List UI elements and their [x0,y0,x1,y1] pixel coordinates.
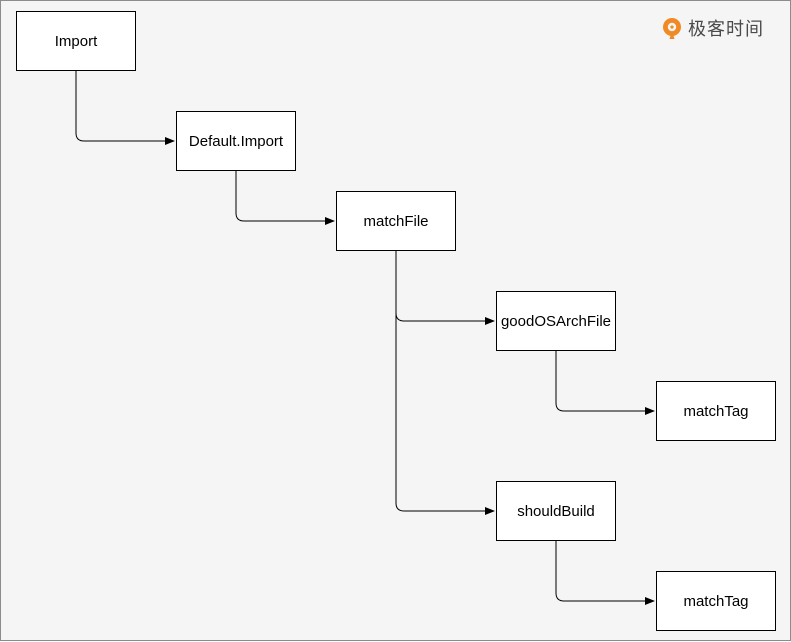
node-match-tag-1: matchTag [656,381,776,441]
node-good-os-arch-file: goodOSArchFile [496,291,616,351]
edge-match-file-to-should-build [395,251,495,515]
edge-default-import-to-match-file [235,171,335,225]
node-match-file: matchFile [336,191,456,251]
edge-good-os-arch-file-to-match-tag [555,351,655,415]
edge-import-to-default-import [75,71,175,145]
geektime-logo-icon [663,18,681,39]
geektime-logo: 极客时间 [660,15,764,41]
geektime-logo-text: 极客时间 [688,19,764,40]
edge-should-build-to-match-tag [555,541,655,605]
node-import: Import [16,11,136,71]
node-match-tag-2: matchTag [656,571,776,631]
node-should-build: shouldBuild [496,481,616,541]
node-default-import: Default.Import [176,111,296,171]
edge-match-file-to-good-os-arch-file [395,251,495,325]
